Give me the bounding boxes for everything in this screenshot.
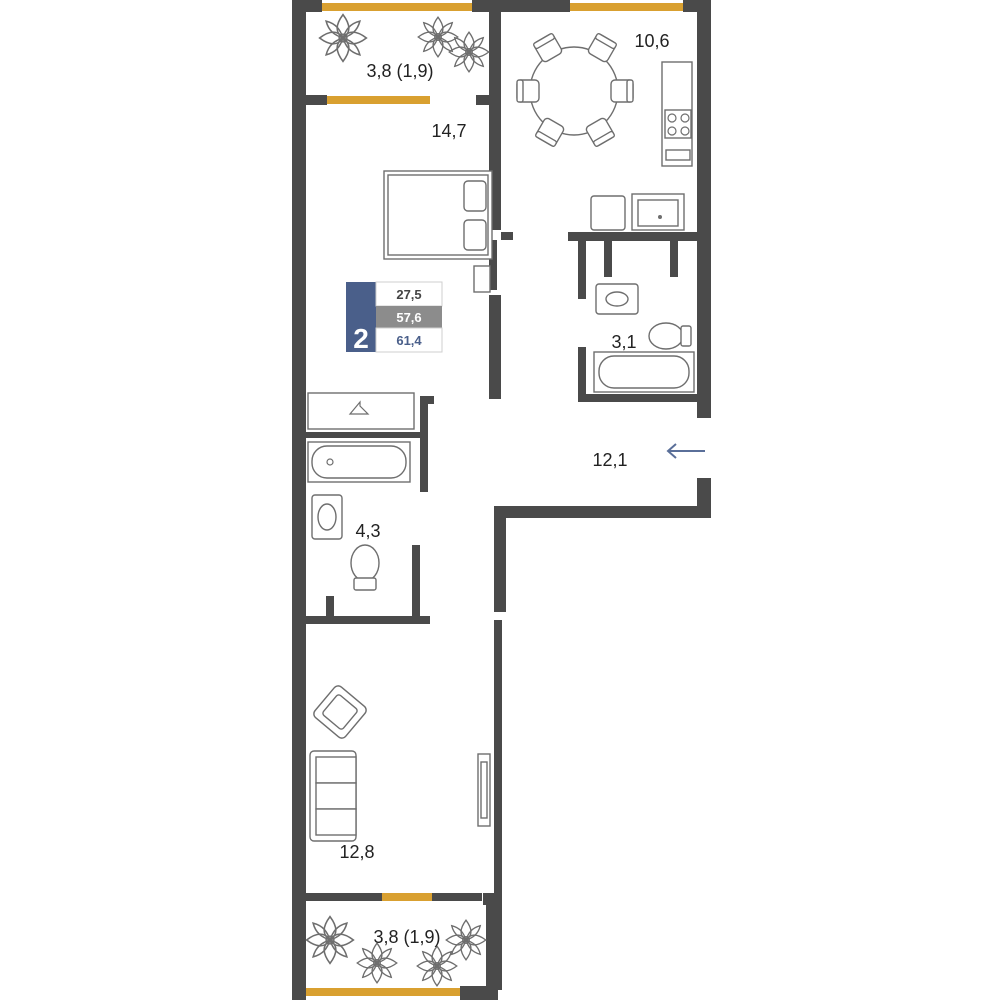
furniture: [305, 13, 695, 987]
room-label-hall: 12,1: [592, 450, 627, 470]
plant-icon: [448, 31, 490, 73]
plant-icon: [318, 13, 368, 63]
badge-living-area: 27,5: [396, 287, 421, 302]
window-balcony-top: [322, 3, 472, 11]
dining-table: [516, 32, 634, 148]
plant-icon: [416, 945, 458, 987]
bathroom-small-fixtures: [593, 283, 695, 393]
window-bedroom: [327, 96, 430, 104]
bathroom-large-fixtures: [307, 441, 411, 591]
room-label-balcony-top: 3,8 (1,9): [366, 61, 433, 81]
wardrobe: [307, 392, 415, 430]
window-kitchen: [570, 3, 683, 11]
room-label-balcony-bottom: 3,8 (1,9): [373, 927, 440, 947]
room-label-kitchen: 10,6: [634, 31, 669, 51]
armchair: [313, 685, 367, 739]
arrow-left-icon: [666, 443, 705, 459]
room-label-living: 12,8: [339, 842, 374, 862]
walls: [292, 0, 711, 1000]
sofa: [309, 750, 357, 842]
room-label-bathroom-large: 4,3: [355, 521, 380, 541]
area-badge: 2 27,5 57,6 61,4: [346, 281, 443, 354]
badge-total-area: 57,6: [396, 310, 421, 325]
window-balcony-bottom: [306, 988, 460, 996]
bed: [383, 170, 493, 293]
plant-icon: [356, 942, 398, 984]
windows: [306, 3, 683, 996]
room-label-bedroom: 14,7: [431, 121, 466, 141]
window-living: [382, 893, 432, 901]
tv: [477, 753, 491, 827]
kitchen-counter: [590, 61, 693, 231]
badge-total-with-balcony: 61,4: [396, 333, 422, 348]
plant-icon: [445, 919, 487, 961]
plant-icon: [305, 915, 355, 965]
room-label-bathroom-small: 3,1: [611, 332, 636, 352]
badge-rooms-count: 2: [353, 323, 369, 354]
